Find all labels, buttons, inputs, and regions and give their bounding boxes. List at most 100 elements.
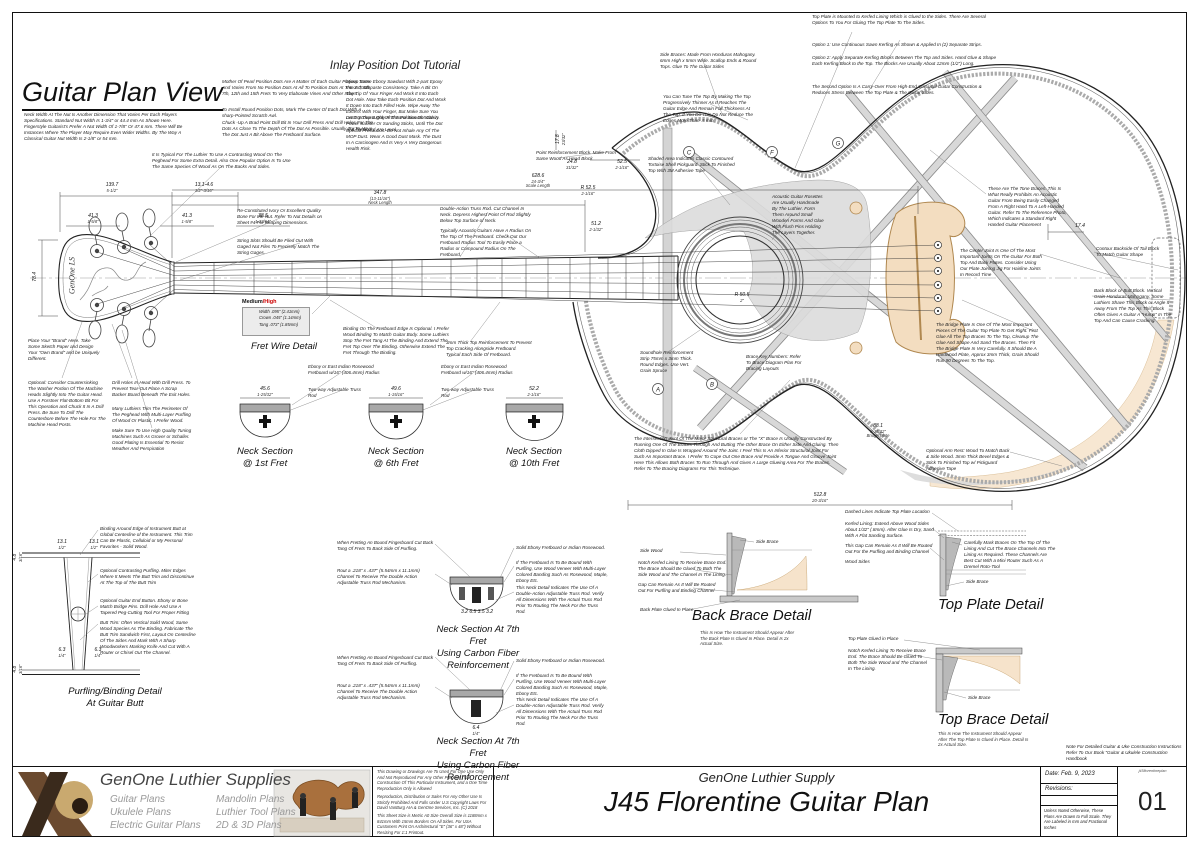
logo-photo-mold: [273, 769, 371, 837]
inlay-note: Chuck -Up A Brad Point Drill Bit In Your…: [222, 120, 374, 138]
fret-wire-specs: Width .095" (2.41mm)Crown .045" (1.14mm)…: [259, 309, 301, 327]
callout-wood-sides: Wood Sides: [845, 559, 870, 564]
note-tone-braces: These Are The Tone Braces. This Is What …: [988, 186, 1067, 228]
note-truss: Two-way Adjustable Truss Rod: [441, 387, 495, 399]
saddle: [914, 215, 922, 341]
note-tune-top: You Can Tune The Top By Making The Top P…: [663, 94, 753, 124]
title-block-top-rule: [12, 766, 1186, 767]
company-name: GenOne Luthier Supplies: [100, 770, 291, 789]
braces: [662, 69, 1171, 475]
product-list-tools: Luthier Tool Plans: [216, 807, 296, 818]
note-rosette: Acoustic Guitar Rosettes Are Usually Han…: [772, 194, 824, 236]
back-brace-detail-label: Back Brace Detail: [692, 607, 812, 624]
legal-text-1: This Drawing or Drawings Are To Used For…: [377, 769, 488, 792]
note-solid-ebony: Solid Ebony Fretboard or Indian Rosewood…: [516, 658, 606, 663]
revisions-cell-rule: [1040, 795, 1117, 796]
note-binding-butt: Binding Around Edge of Instrument Butt a…: [100, 526, 193, 550]
note-countersink: Optional: Consider Countersinking The Wa…: [28, 380, 106, 428]
tail-block: [1151, 237, 1181, 319]
note-solid-ebony: Solid Ebony Fretboard or Indian Rosewood…: [516, 545, 606, 550]
note-pickguard: Shaded Area Indicates Classic Contoured …: [648, 156, 735, 174]
product-list-mandolin: Mandolin Plans: [216, 794, 285, 805]
note-machines: Make Sure To Use High Quality Tuning Mac…: [112, 428, 192, 452]
note-brace-key: Brace Key Numbers: Refer To Brace Diagra…: [746, 354, 802, 372]
note-string-slots: String Slots Should Be Filed Out With Ga…: [237, 238, 320, 256]
fret-wire-box: [242, 307, 310, 336]
callout-notch: Notch Kerfed Lining To Receive Brace End…: [638, 560, 727, 578]
callout-top-plate-glued: Top Plate Glued in Place: [848, 636, 899, 641]
note-bound-purfling: If The Fretboard Is To Be Bound With Pur…: [516, 673, 608, 697]
neck-section-1-label: Neck Section@ 1st Fret: [237, 446, 293, 469]
dim-row: 3.2 6.5 3.5 3.2: [461, 609, 493, 615]
title-block-divider: [493, 766, 494, 837]
note-ebony-fretboard: Ebony or East Indian Rosewood Fretboard …: [308, 364, 380, 376]
dim-neck-length: 347.8(13-11/16")Neck Length: [368, 190, 392, 206]
kerfed-lining: [583, 71, 1175, 485]
vine-inlay: [79, 261, 147, 301]
note-option2: Option 2: Apply Separate Kerfing Blocks …: [812, 55, 997, 67]
purfling-detail: [22, 529, 140, 675]
note-x-brace: The Intersection Joint Of The Major Stru…: [634, 436, 839, 472]
note-rout: Rout a .218" x .437" (5.54mm x 11.1mm) C…: [337, 683, 420, 701]
note-handbook: Note For Detailed Guitar & Uke Construct…: [1066, 744, 1182, 762]
note-point-block: Point Reinforcement Block. Make From Sam…: [536, 150, 616, 162]
inlay-note: Mixup Some Ebony Sawdust With 2-part Epo…: [346, 79, 446, 121]
note-brand: Place Your "Brand" Here. Take Some Sketc…: [28, 338, 100, 362]
dim: 17.4: [1075, 223, 1085, 229]
note-truss-detail: This Neck Detail Indicates The Use Of A …: [516, 697, 604, 727]
note-butt-trim: Butt Trim: Often Vertical Solid Wood, Sa…: [100, 620, 196, 656]
callout-side-brace: Side Brace: [966, 579, 989, 584]
callout-notch: Notch Kerfed Lining To Receive Brace End…: [848, 648, 927, 672]
svg-text:C: C: [687, 150, 692, 156]
brace-key-circles: A B C F G: [652, 137, 844, 395]
callout-kerfed-lining: Kerfed Lining: Extend Above Wood Sides A…: [845, 521, 934, 539]
note-top-plate: Top Plate is Mounted to Kerfed Lining Wh…: [812, 14, 986, 26]
nut: [169, 261, 175, 295]
sheet-border: [12, 12, 1187, 837]
note-drill: Drill Holes In Head With Drill Press. To…: [112, 380, 191, 398]
note-center-joint: The Center Joint Is One Of The Most Impo…: [960, 248, 1042, 278]
title-block-divider: [1117, 766, 1118, 837]
svg-text:F: F: [770, 150, 774, 156]
brace-key-a: A: [655, 387, 660, 393]
product-list-guitar: Guitar Plans: [110, 794, 166, 805]
note-contrasting-purfling: Optional Contrasting Purfling. Miter Edg…: [100, 568, 195, 586]
date-field: Date: Feb. 9, 2023: [1045, 771, 1095, 777]
note-end-button: Optional Guitar End Button. Ebony or Bon…: [100, 598, 190, 616]
callout-side-wood: Side Wood: [640, 548, 663, 553]
note-fb-binding: Binding On The Fretboard Edge Is Optiona…: [343, 326, 449, 356]
callout-side-brace: Side Brace: [968, 695, 991, 700]
svg-text:B: B: [710, 382, 714, 388]
seventh-fret-details: [434, 543, 515, 724]
callout-side-brace: Side Brace: [756, 539, 779, 544]
inlay-note: To Install Round Position Dots, Mark The…: [222, 107, 362, 119]
inlay-tutorial-heading: Inlay Position Dot Tutorial: [329, 60, 461, 72]
note-truss-detail: This Neck Detail Indicates The Use Of A …: [516, 585, 604, 615]
svg-text:G: G: [836, 141, 841, 147]
neck-section-6-label: Neck Section@ 6th Fret: [368, 446, 424, 469]
note-peghead-trim: Many Luthiers Trim The Perimeter Of The …: [112, 406, 191, 424]
note-fretting: When Fretting An Bound Fingerboard Cut B…: [337, 540, 434, 552]
florentine-cutaway: [597, 147, 657, 259]
